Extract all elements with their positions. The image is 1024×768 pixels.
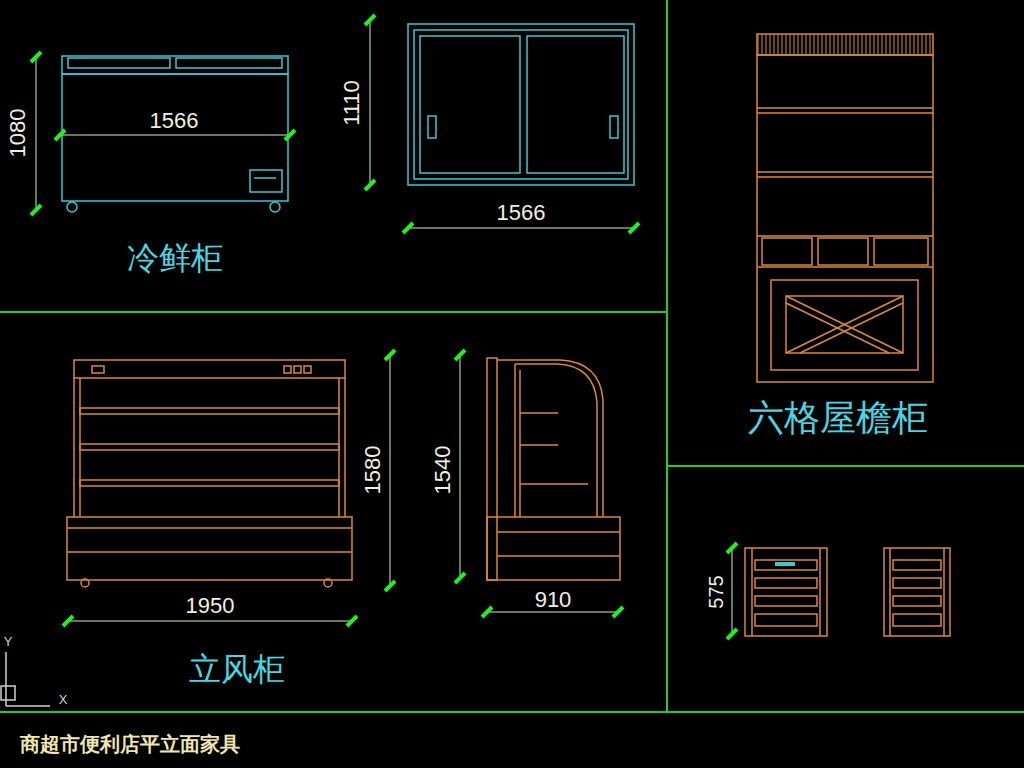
dimension-label: 1580 — [362, 446, 384, 495]
drawing-caption: 商超市便利店平立面家具 — [20, 734, 240, 754]
axis-label: Y — [4, 635, 13, 648]
dimension-label: 1110 — [341, 80, 363, 126]
cabinet-name: 立风柜 — [189, 653, 285, 685]
dimension-label: 1950 — [186, 595, 235, 617]
drawer-units — [745, 548, 950, 636]
display-side — [487, 358, 620, 580]
freezer-front — [62, 56, 288, 212]
ucs-icon — [1, 652, 50, 706]
cabinet-name: 六格屋檐柜 — [748, 400, 928, 436]
axis-label: X — [59, 693, 68, 706]
freezer-top — [408, 24, 634, 185]
dimension-lines — [36, 20, 732, 636]
dimension-label: 1080 — [7, 109, 29, 158]
dimension-label: 1566 — [150, 110, 199, 132]
dimension-label: 575 — [706, 575, 726, 608]
eave-cabinet — [757, 34, 933, 382]
cabinet-name: 冷鲜柜 — [127, 242, 223, 274]
dimension-label: 1540 — [432, 446, 454, 495]
dimension-label: 1566 — [497, 202, 546, 224]
display-front — [67, 360, 352, 587]
dimension-ticks — [31, 15, 737, 639]
panel-dividers — [0, 0, 1024, 712]
dimension-label: 910 — [535, 589, 572, 611]
